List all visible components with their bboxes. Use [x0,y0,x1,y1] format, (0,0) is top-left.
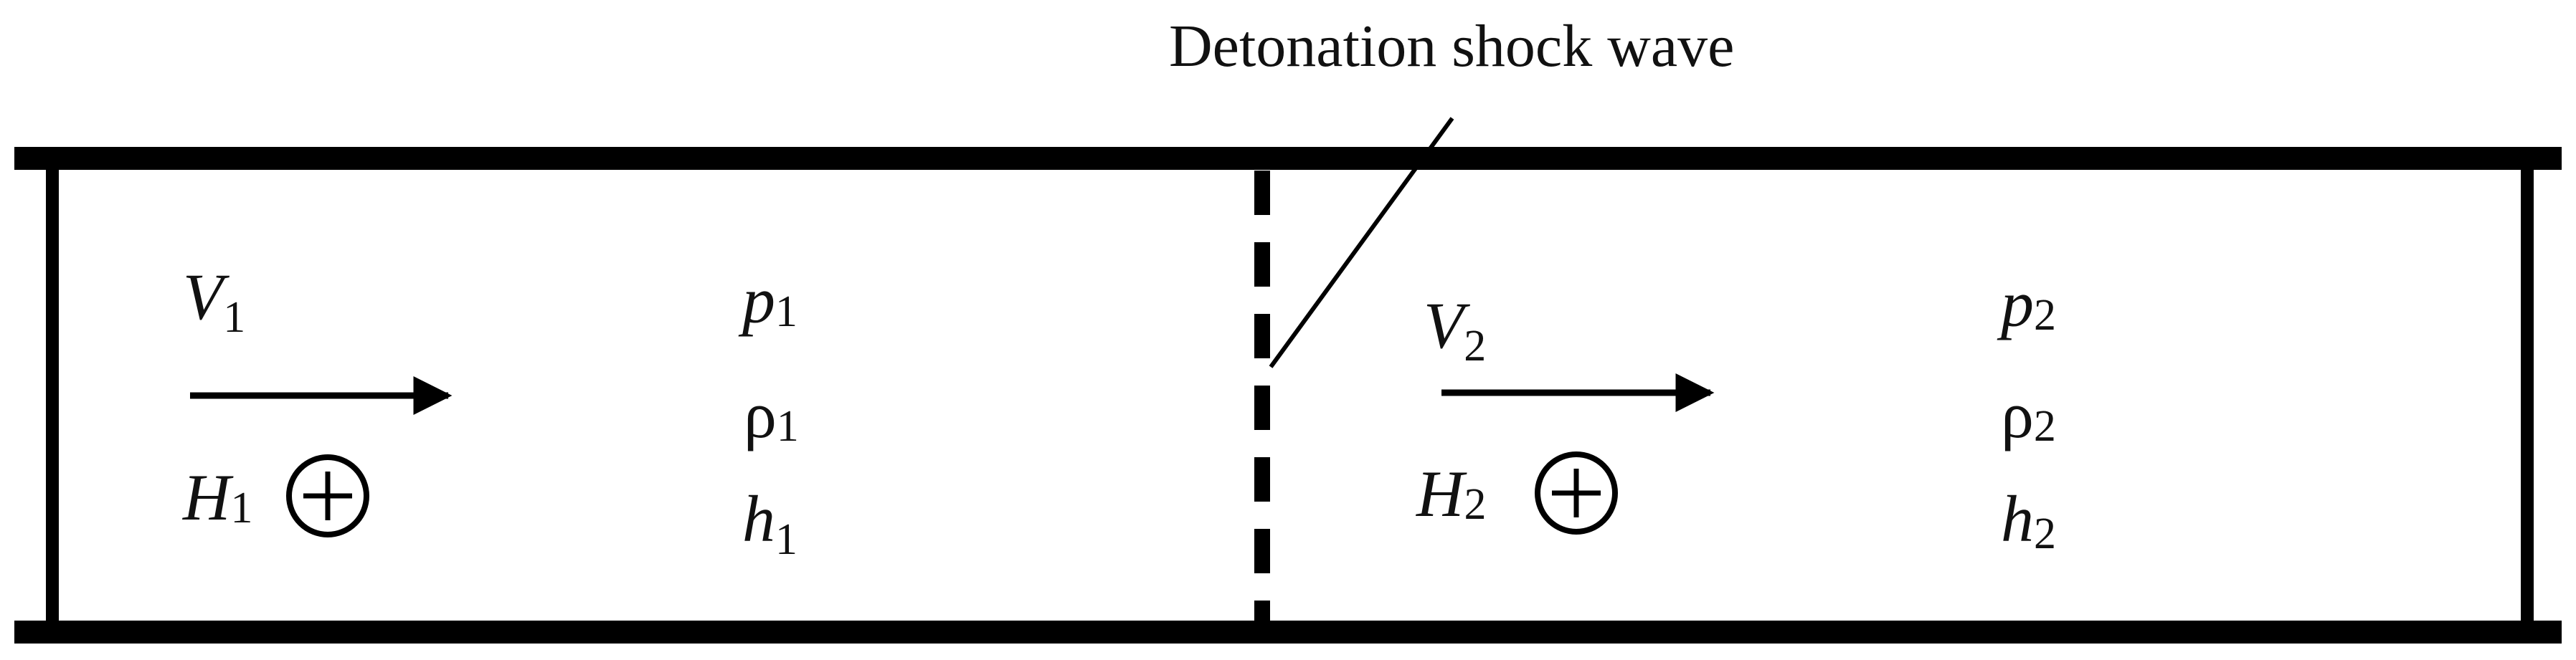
upstream-velocity-label: V1 [183,260,245,342]
bottom-wall [14,621,2562,644]
shock-label-leader [1269,117,1454,368]
upstream-heat-label: H1 [182,461,252,534]
upstream-heat-addition-icon [286,454,369,537]
shock-label: Detonation shock wave [1169,13,1734,80]
downstream-heat-label: H2 [1416,457,1486,530]
right-end-wall [2521,147,2534,644]
downstream-heat-addition-icon [1535,451,1618,535]
left-end-wall [46,147,59,644]
upstream-enthalpy-label: h1 [742,482,797,564]
downstream-pressure-label: p2 [1997,267,2056,340]
upstream-pressure-label: p1 [738,264,797,337]
downstream-density-label: ρ2 [2001,378,2056,451]
top-wall [14,147,2562,170]
downstream-enthalpy-label: h2 [2001,482,2056,558]
downstream-velocity-label: V2 [1424,289,1486,370]
upstream-density-label: ρ1 [744,378,799,451]
